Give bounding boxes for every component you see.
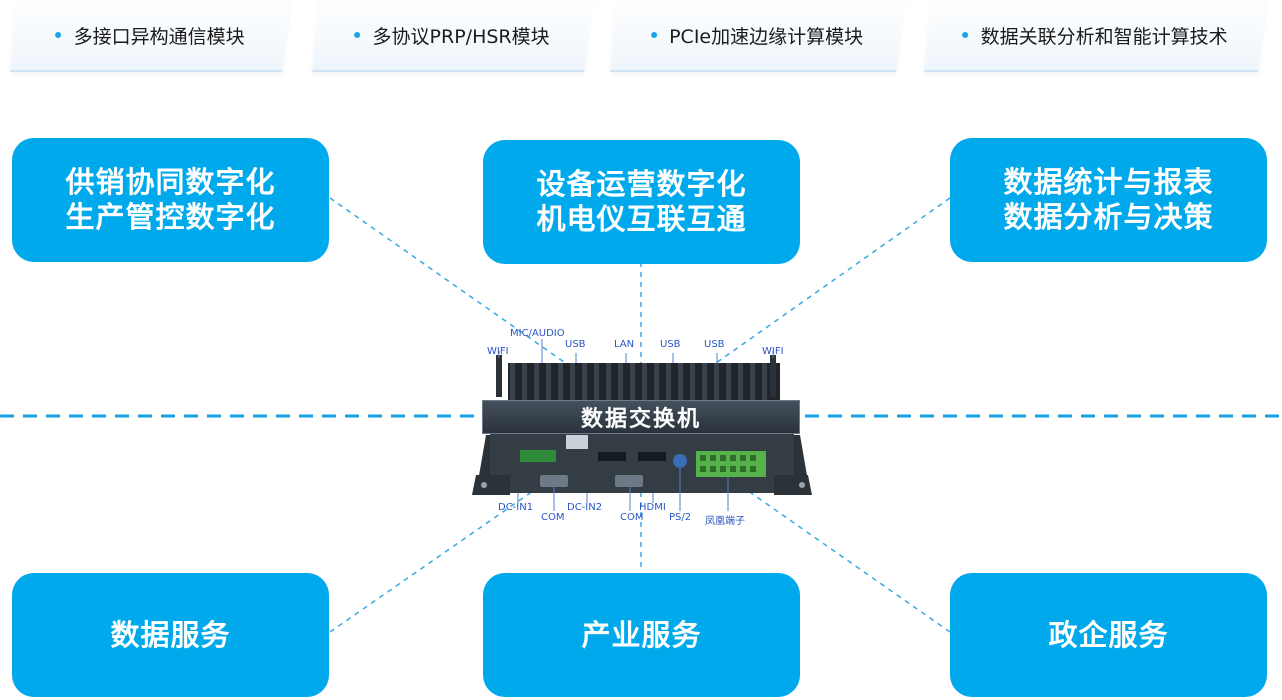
switch-device-illustration xyxy=(472,339,812,511)
feature-tab-2: 多协议PRP/HSR模块 xyxy=(312,0,592,72)
antenna-icon xyxy=(496,355,776,397)
usb-port xyxy=(566,435,588,449)
diagonal-line-bottom-left xyxy=(329,415,642,633)
bullet-dot-icon xyxy=(55,32,62,38)
box-top-left: 供销协同数字化 生产管控数字化 xyxy=(12,138,329,262)
phoenix-terminal xyxy=(696,451,766,477)
port-label-com-2: COM xyxy=(620,512,644,523)
port-label-com-1: COM xyxy=(541,512,565,523)
port-label-mic-audio: MIC/AUDIO xyxy=(510,328,565,339)
com-port-2 xyxy=(615,475,643,487)
feature-tab-label: 多接口异构通信模块 xyxy=(73,25,245,48)
com-port-1 xyxy=(540,475,568,487)
box-line-1: 供销协同数字化 xyxy=(65,165,276,199)
port-label-lan: LAN xyxy=(614,339,635,350)
feature-tab-4: 数据关联分析和智能计算技术 xyxy=(924,0,1266,72)
mounting-flange-left xyxy=(472,475,510,495)
heatsink-fins xyxy=(508,363,780,403)
port-label-usb-1: USB xyxy=(565,339,586,350)
box-label: 产业服务 xyxy=(581,617,702,652)
port-leader-lines xyxy=(498,339,774,511)
diagonal-line-top-right xyxy=(640,197,951,417)
hdmi-port-1 xyxy=(598,452,626,461)
box-bottom-right: 政企服务 xyxy=(950,573,1267,697)
box-line-2: 数据分析与决策 xyxy=(1003,200,1214,234)
box-label: 政企服务 xyxy=(1048,617,1169,652)
box-line-2: 生产管控数字化 xyxy=(65,200,276,234)
dc-connector xyxy=(520,450,556,462)
mounting-flange-right xyxy=(774,475,812,495)
bullet-dot-icon xyxy=(651,32,658,38)
box-label: 数据服务 xyxy=(110,617,231,652)
port-label-dc-in2: DC-IN2 xyxy=(567,502,603,513)
feature-tab-label: 多协议PRP/HSR模块 xyxy=(372,25,550,48)
box-bottom-center: 产业服务 xyxy=(483,573,800,697)
box-line-2: 机电仪互联互通 xyxy=(536,202,747,236)
diagonal-line-top-left xyxy=(329,197,642,417)
box-top-center: 设备运营数字化 机电仪互联互通 xyxy=(483,140,800,264)
box-top-right: 数据统计与报表 数据分析与决策 xyxy=(950,138,1267,262)
box-line-1: 设备运营数字化 xyxy=(536,167,747,201)
bullet-dot-icon xyxy=(354,32,361,38)
feature-tab-label: PCIe加速边缘计算模块 xyxy=(669,25,864,48)
device-title: 数据交换机 xyxy=(482,400,800,434)
feature-tab-3: PCIe加速边缘计算模块 xyxy=(610,0,904,72)
feature-tab-label: 数据关联分析和智能计算技术 xyxy=(980,25,1228,48)
port-label-dc-in1: DC-IN1 xyxy=(498,502,534,513)
port-label-hdmi: HDMI xyxy=(639,502,666,513)
box-line-1: 数据统计与报表 xyxy=(1003,165,1214,199)
feature-tabs: 多接口异构通信模块 多协议PRP/HSR模块 PCIe加速边缘计算模块 数据关联… xyxy=(0,0,1282,74)
box-bottom-left: 数据服务 xyxy=(12,573,329,697)
port-label-usb-3: USB xyxy=(704,339,725,350)
port-label-ps2: PS/2 xyxy=(669,512,692,523)
port-label-phoenix-terminal: 凤凰端子 xyxy=(705,516,745,527)
port-label-usb-2: USB xyxy=(660,339,681,350)
bullet-dot-icon xyxy=(962,32,969,38)
port-label-wifi-right: WIFI xyxy=(762,346,784,357)
hdmi-port-2 xyxy=(638,452,666,461)
ps2-port xyxy=(673,454,687,468)
feature-tab-1: 多接口异构通信模块 xyxy=(10,0,290,72)
port-label-wifi-left: WIFI xyxy=(487,346,509,357)
